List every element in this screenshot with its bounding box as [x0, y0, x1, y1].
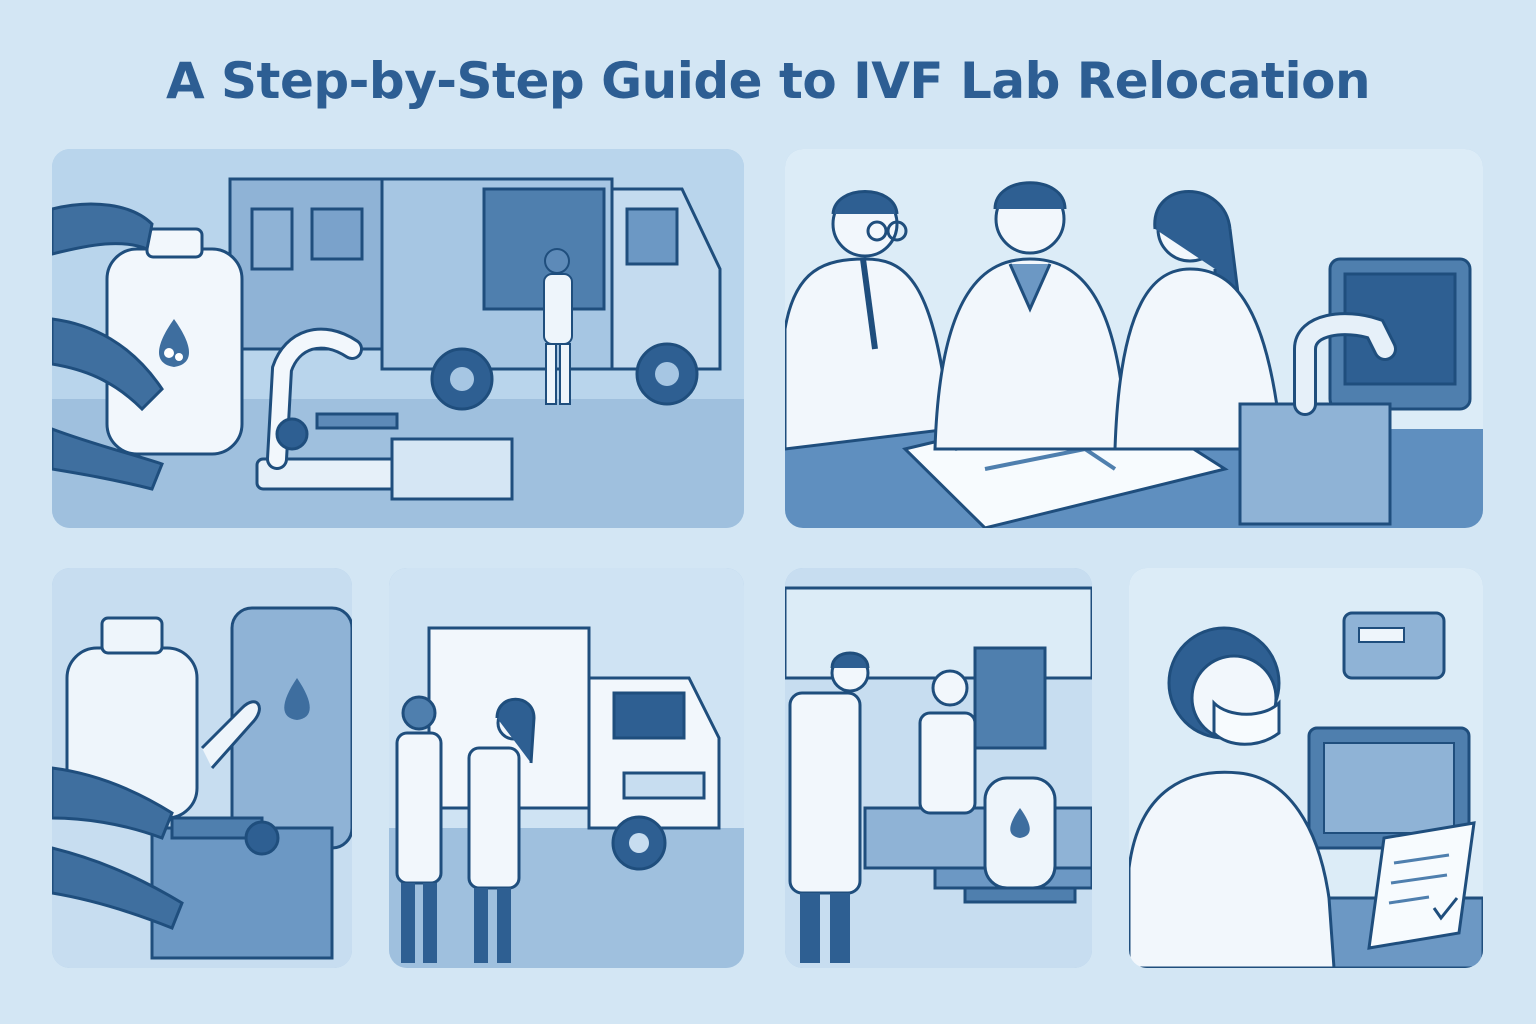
verification-checklist-illustration: [1129, 568, 1483, 968]
team-planning-floorplan-illustration: [785, 149, 1483, 528]
panel-lab-setup: [785, 568, 1092, 968]
panel-team-planning: [785, 149, 1483, 528]
panel-verification: [1129, 568, 1483, 968]
page-title: A Step-by-Step Guide to IVF Lab Relocati…: [165, 52, 1371, 110]
panel-packing-equipment: [52, 568, 352, 968]
packing-equipment-truck-illustration: [52, 149, 744, 528]
packing-dewar-microscope-illustration: [52, 568, 352, 968]
lab-setup-illustration: [785, 568, 1092, 968]
staff-with-moving-truck-illustration: [389, 568, 744, 968]
panel-transport: [389, 568, 744, 968]
panel-packing-and-transport: [52, 149, 744, 528]
